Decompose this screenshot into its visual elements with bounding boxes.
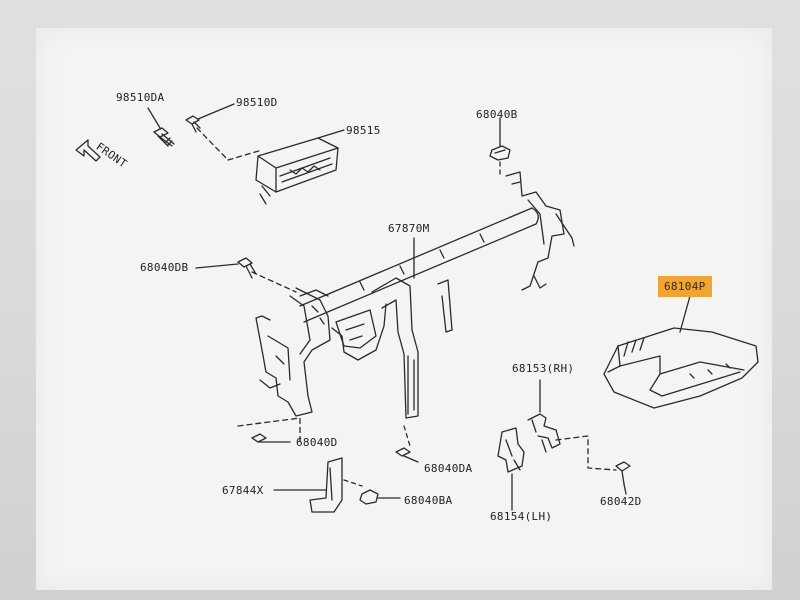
bracket-68154lh-icon (497, 427, 525, 473)
leader-68042d (623, 483, 627, 495)
dash-98515 (227, 149, 263, 161)
part-label-67870m[interactable]: 67870M (388, 222, 430, 235)
nut-68040b-icon (489, 145, 511, 161)
cross-member-67870m-icon (255, 171, 575, 419)
part-label-68104p[interactable]: 68104P (658, 276, 712, 297)
part-label-68040ba[interactable]: 68040BA (404, 494, 453, 507)
airbag-module-98515-icon (255, 137, 339, 205)
bolt-68042d-icon (615, 461, 631, 485)
part-label-98510da[interactable]: 98510DA (116, 91, 165, 104)
part-label-98515[interactable]: 98515 (346, 124, 381, 137)
bolt-68040da-icon (395, 447, 419, 463)
dash-98510d (196, 127, 229, 161)
cover-68104p-icon (603, 327, 759, 409)
part-label-68040b[interactable]: 68040B (476, 108, 518, 121)
dash-68040da (403, 425, 411, 447)
part-label-68040d[interactable]: 68040D (296, 436, 338, 449)
dash-68040db (251, 271, 297, 293)
dash-68153rh (555, 435, 617, 471)
part-label-68154lh[interactable]: 68154(LH) (490, 510, 553, 523)
bolt-98510d-icon (185, 115, 201, 133)
dash-67844x (343, 479, 363, 487)
bolt-68040db-icon (237, 257, 257, 279)
part-label-98510d[interactable]: 98510D (236, 96, 278, 109)
part-label-68042d[interactable]: 68042D (600, 495, 642, 508)
leader-98515 (317, 129, 345, 139)
part-label-67844x[interactable]: 67844X (222, 484, 264, 497)
bracket-67844x-icon (309, 457, 343, 513)
part-label-68040db[interactable]: 68040DB (140, 261, 189, 274)
dash-68040d (237, 417, 301, 445)
part-label-68040da[interactable]: 68040DA (424, 462, 473, 475)
leader-98510d (197, 103, 235, 120)
bolt-98510da-icon (153, 127, 175, 147)
bolt-68040d-icon (251, 433, 291, 443)
bracket-68153rh-icon (527, 413, 561, 453)
front-arrow-icon (75, 139, 101, 162)
leader-98510da (147, 107, 161, 129)
diagram-sheet (36, 28, 772, 590)
nut-68040ba-icon (359, 489, 379, 505)
leader-68104p (679, 295, 691, 333)
leader-68040db (195, 263, 239, 269)
part-label-68153rh[interactable]: 68153(RH) (512, 362, 575, 375)
